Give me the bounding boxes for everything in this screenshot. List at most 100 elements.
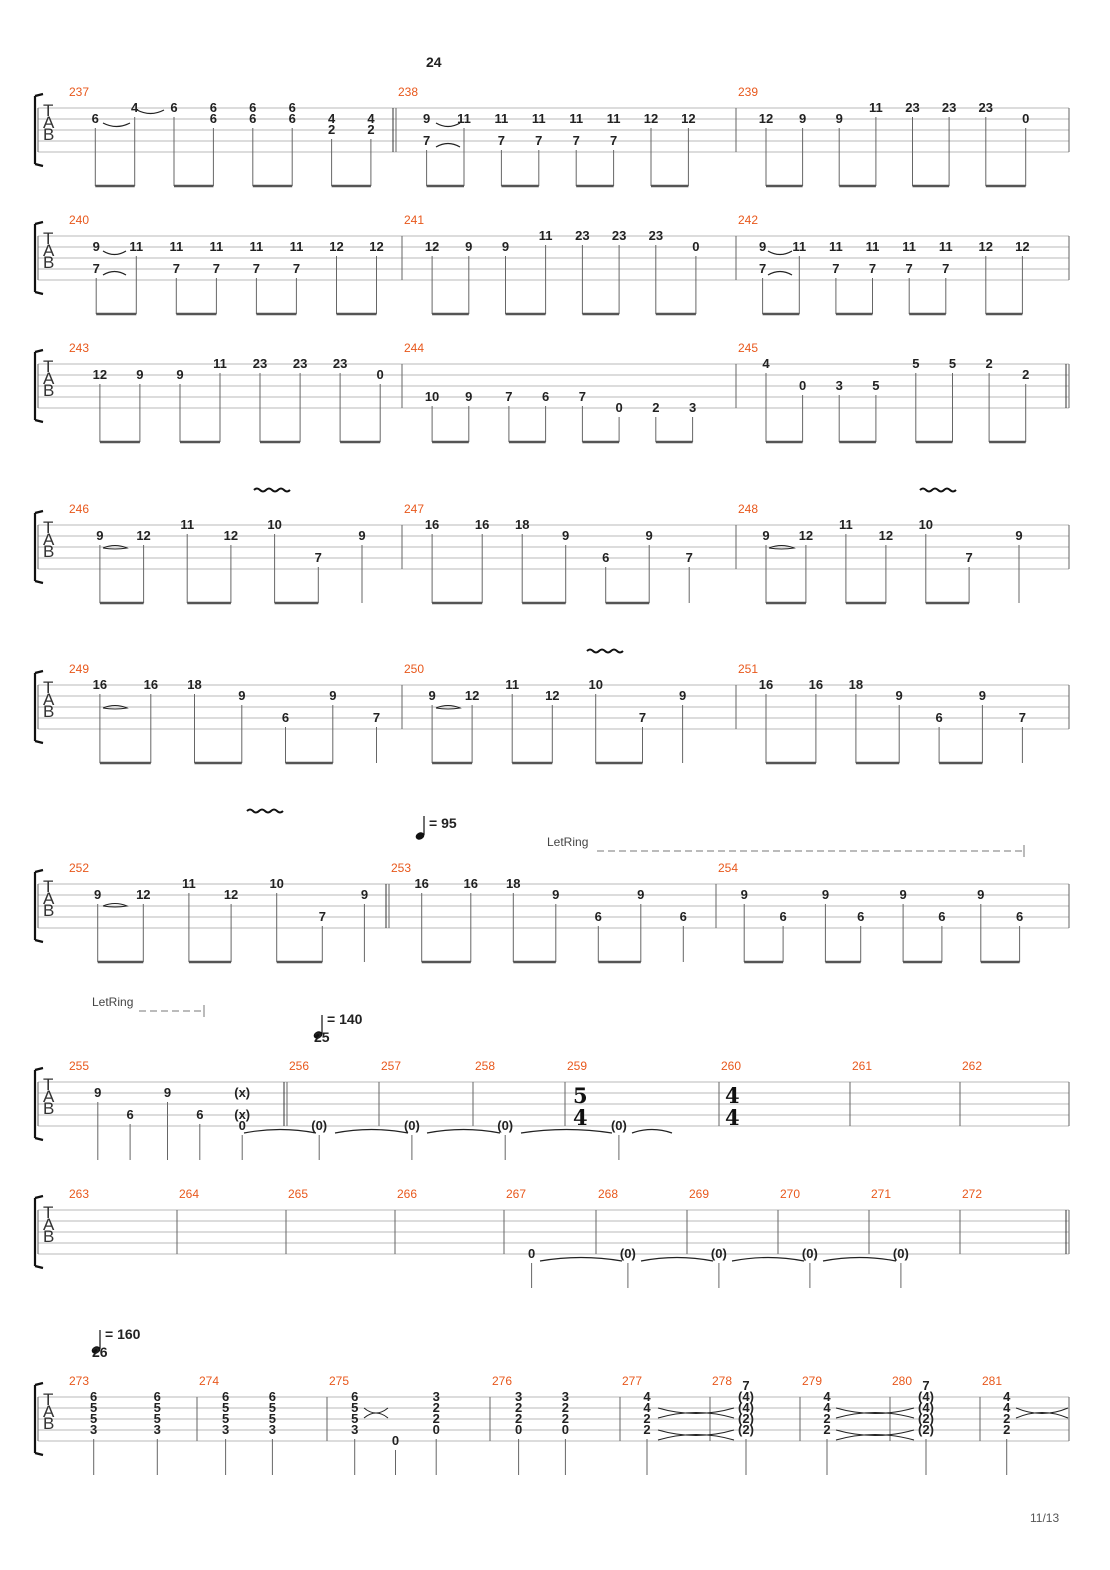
tempo-160: = 160 <box>105 1326 141 1342</box>
fret-number: 4 <box>643 1389 651 1404</box>
measure-number: 237 <box>69 85 89 99</box>
tie-arc <box>731 1256 805 1262</box>
measure: 262 <box>962 1059 982 1073</box>
fret-number: 2 <box>652 400 659 415</box>
fret-number: 6 <box>196 1107 203 1122</box>
fret-number: 23 <box>293 356 307 371</box>
fret-number: 12 <box>644 111 658 126</box>
fret-number: 4 <box>643 1400 651 1415</box>
measure: 264 <box>179 1187 199 1201</box>
slide-mark <box>102 903 129 908</box>
fret-number: 2 <box>823 1411 830 1426</box>
measure: 263 <box>69 1187 89 1201</box>
page-number: 11/13 <box>1030 1511 1059 1525</box>
tie-arc <box>822 1256 897 1262</box>
tie-arc <box>835 1412 915 1419</box>
staff-system: TAB <box>33 220 1070 296</box>
tab-clef-letter: T <box>43 1390 53 1409</box>
tie-arc <box>767 270 793 276</box>
fret-number: 11 <box>457 111 471 126</box>
let-ring-label: LetRing <box>547 835 588 849</box>
section-marker-24: 24 <box>426 54 442 70</box>
fret-number: 12 <box>93 367 107 382</box>
fret-number: 18 <box>849 677 863 692</box>
tab-clef-letter: B <box>43 125 54 144</box>
fret-number: 3 <box>222 1422 229 1437</box>
fret-number: 6 <box>269 1389 276 1404</box>
fret-number: (4) <box>738 1389 754 1404</box>
vibrato-mark <box>586 648 624 654</box>
system-bracket <box>33 1194 44 1270</box>
staff-system: TAB <box>33 509 1070 585</box>
fret-number: 7 <box>173 261 180 276</box>
fret-number: 4 <box>1003 1389 1011 1404</box>
measure-number: 261 <box>852 1059 872 1073</box>
fret-number: 6 <box>936 710 943 725</box>
fret-number: 7 <box>869 261 876 276</box>
slide-mark <box>102 545 129 550</box>
tie-arc <box>835 1429 915 1436</box>
fret-number: 10 <box>588 677 602 692</box>
tab-clef-letter: A <box>43 113 55 132</box>
tab-clef-letter: A <box>43 889 55 908</box>
fret-number: 11 <box>290 239 304 254</box>
fret-number: 5 <box>912 356 919 371</box>
fret-number: (x) <box>234 1085 250 1100</box>
measure-number: 264 <box>179 1187 199 1201</box>
fret-number: 7 <box>759 261 766 276</box>
time-signature-bottom: 4 <box>725 1105 740 1130</box>
fret-number: 7 <box>686 550 693 565</box>
tab-clef-letter: T <box>43 678 53 697</box>
fret-number: 23 <box>612 228 626 243</box>
fret-number: 7 <box>942 261 949 276</box>
tie-arc <box>520 1128 613 1134</box>
fret-number: 6 <box>222 1389 229 1404</box>
fret-number: 0 <box>799 378 806 393</box>
measure-number: 258 <box>475 1059 495 1073</box>
fret-number: 12 <box>136 887 150 902</box>
fret-number: 11 <box>939 239 953 254</box>
tab-clef-letter: B <box>43 253 54 272</box>
tab-clef-letter: T <box>43 877 53 896</box>
measure-number: 259 <box>567 1059 587 1073</box>
fret-number: 11 <box>866 239 880 254</box>
measure-number: 268 <box>598 1187 618 1201</box>
fret-number: 11 <box>869 100 883 115</box>
measure-number: 245 <box>738 341 758 355</box>
fret-number: 23 <box>575 228 589 243</box>
fret-number: 0 <box>515 1422 522 1437</box>
tie-arc <box>657 1407 735 1414</box>
measure-number: 254 <box>718 861 738 875</box>
measure-number: 265 <box>288 1187 308 1201</box>
fret-number: 9 <box>562 528 569 543</box>
fret-number: 9 <box>502 239 509 254</box>
measure-number: 263 <box>69 1187 89 1201</box>
fret-number: 12 <box>425 239 439 254</box>
measure-number: 240 <box>69 213 89 227</box>
fret-number: 6 <box>351 1389 358 1404</box>
fret-number: 4 <box>823 1389 831 1404</box>
measure-number: 269 <box>689 1187 709 1201</box>
fret-number: 0 <box>692 239 699 254</box>
fret-number: 11 <box>569 111 583 126</box>
staff-system: TAB <box>33 348 1070 424</box>
tab-clef-letter: A <box>43 1215 55 1234</box>
fret-number: 9 <box>637 887 644 902</box>
vibrato-mark <box>253 487 291 493</box>
fret-number: (4) <box>918 1389 934 1404</box>
system-bracket <box>33 868 44 944</box>
measure: 271(0) <box>871 1187 909 1288</box>
fret-number: 9 <box>358 528 365 543</box>
tab-clef-letter: A <box>43 1087 55 1106</box>
fret-number: 9 <box>428 688 435 703</box>
fret-number: 9 <box>899 887 906 902</box>
fret-number: 2 <box>985 356 992 371</box>
fret-number: 6 <box>289 111 296 126</box>
measure: 266 <box>397 1187 417 1201</box>
